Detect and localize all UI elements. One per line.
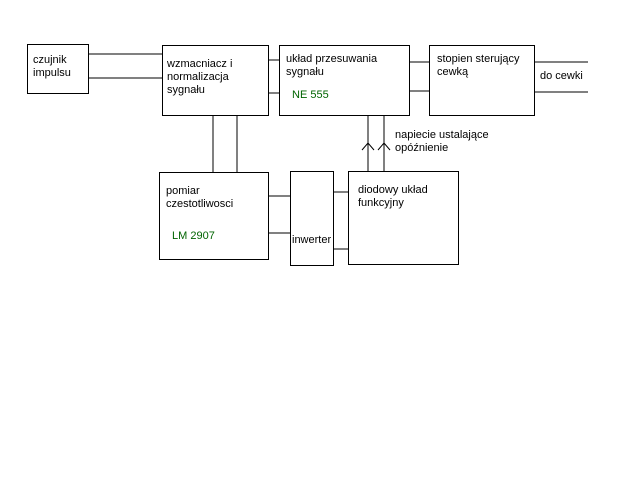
- diode-function-label-1: diodowy układ: [358, 184, 428, 196]
- amplifier-label-2: normalizacja: [167, 71, 229, 83]
- arrow-up-icon: [377, 142, 391, 151]
- phase-shifter-label-1: układ przesuwania: [286, 53, 378, 65]
- frequency-meter-part-number: LM 2907: [172, 230, 215, 242]
- to-coil-label: do cewki: [540, 70, 583, 82]
- frequency-meter-label-2: czestotliwosci: [166, 198, 234, 210]
- amplifier-label-1: wzmacniacz i: [167, 58, 233, 70]
- coil-driver-label-2: cewką: [437, 66, 469, 78]
- phase-shifter-label-2: sygnału: [286, 66, 324, 78]
- frequency-meter-block: [159, 172, 269, 260]
- bias-voltage-label: napiecie ustalające: [395, 129, 489, 141]
- amplifier-block: [162, 45, 269, 116]
- coil-driver-block: [429, 45, 535, 116]
- delay-label: opóźnienie: [395, 142, 449, 154]
- inverter-label: inwerter: [292, 234, 332, 246]
- diode-function-label-2: funkcyjny: [358, 197, 404, 209]
- sensor-label-1: czujnik: [33, 54, 67, 66]
- amplifier-label-3: sygnału: [167, 84, 205, 96]
- phase-shifter-part-number: NE 555: [292, 89, 329, 101]
- sensor-block: [27, 44, 89, 94]
- coil-driver-label-1: stopien sterujący: [437, 53, 520, 65]
- sensor-label-2: impulsu: [33, 67, 71, 79]
- diode-function-block: [348, 171, 459, 265]
- inverter-block: [290, 171, 334, 266]
- frequency-meter-label-1: pomiar: [166, 185, 200, 197]
- phase-shifter-block: [279, 45, 410, 116]
- arrow-up-icon: [361, 142, 375, 151]
